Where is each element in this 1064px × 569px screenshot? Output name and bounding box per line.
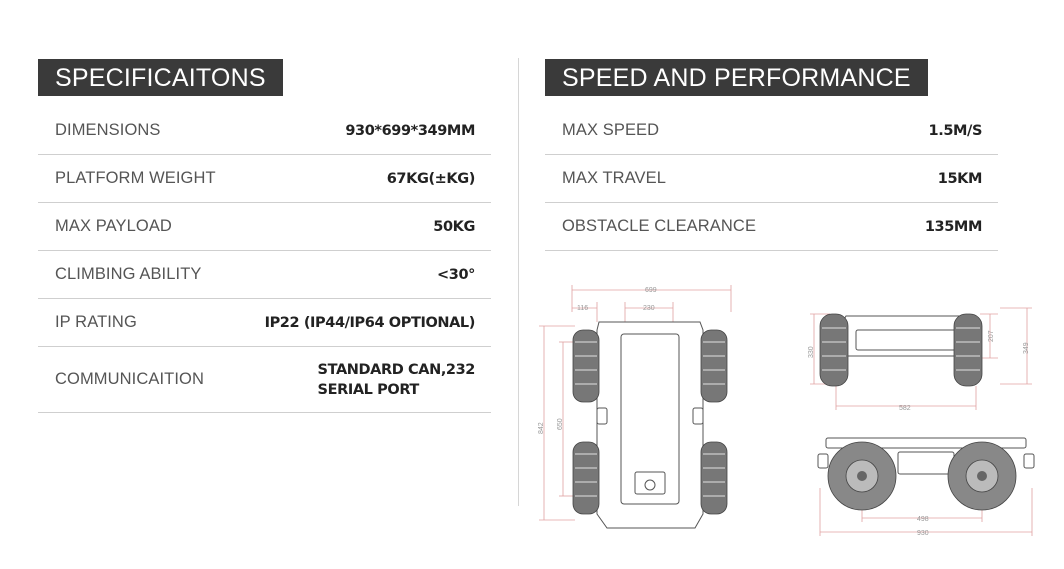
spec-row-climbing-ability: CLIMBING ABILITY <30° [38,251,491,299]
spec-value: 67KG(±KG) [386,170,476,187]
perf-value: 15KM [937,170,983,187]
dim-label: 498 [917,516,929,523]
specifications-table: DIMENSIONS 930*699*349MM PLATFORM WEIGHT… [38,107,491,413]
spec-row-platform-weight: PLATFORM WEIGHT 67KG(±KG) [38,155,491,203]
dim-label: 842 [538,422,545,434]
dim-label: 207 [988,330,995,342]
dim-label: 230 [643,305,655,312]
spec-row-ip-rating: IP RATING IP22 (IP44/IP64 OPTIONAL) [38,299,491,347]
spec-row-dimensions: DIMENSIONS 930*699*349MM [38,107,491,155]
robot-front-view-drawing: 330 207 349 582 [808,307,1032,412]
perf-row-max-travel: MAX TRAVEL 15KM [545,155,998,203]
spec-value: 50KG [433,218,475,235]
robot-top-view-drawing: 699 116 230 842 650 [538,285,732,529]
spec-label: MAX PAYLOAD [55,217,172,235]
dim-label: 349 [1023,342,1030,354]
performance-title: SPEED AND PERFORMANCE [545,59,928,96]
dim-label: 116 [577,305,588,312]
perf-label: MAX TRAVEL [562,169,667,187]
specifications-title: SPECIFICAITONS [38,59,283,96]
perf-label: OBSTACLE CLEARANCE [562,217,757,235]
dim-label: 582 [899,405,911,412]
perf-value: 1.5M/S [928,122,983,139]
spec-label: DIMENSIONS [55,121,161,139]
dim-label: 930 [917,530,929,537]
perf-label: MAX SPEED [562,121,660,139]
spec-row-max-payload: MAX PAYLOAD 50KG [38,203,491,251]
spec-value: IP22 (IP44/IP64 OPTIONAL) [264,314,476,331]
spec-value: 930*699*349MM [345,122,475,139]
panel-divider [518,58,519,506]
perf-value: 135MM [924,218,983,235]
spec-row-communication: COMMUNICAITION STANDARD CAN,232 SERIAL P… [38,347,491,413]
spec-label: PLATFORM WEIGHT [55,169,216,187]
performance-table: MAX SPEED 1.5M/S MAX TRAVEL 15KM OBSTACL… [545,107,998,251]
dim-label: 650 [557,418,564,430]
spec-value: <30° [437,266,475,283]
dim-label: 330 [808,346,815,358]
performance-panel: SPEED AND PERFORMANCE MAX SPEED 1.5M/S M… [545,59,998,251]
perf-row-obstacle-clearance: OBSTACLE CLEARANCE 135MM [545,203,998,251]
dim-label: 699 [645,287,657,294]
spec-label: CLIMBING ABILITY [55,265,202,283]
spec-label: COMMUNICAITION [55,370,204,388]
perf-row-max-speed: MAX SPEED 1.5M/S [545,107,998,155]
spec-value: STANDARD CAN,232 SERIAL PORT [317,361,476,398]
spec-label: IP RATING [55,313,137,331]
specifications-panel: SPECIFICAITONS DIMENSIONS 930*699*349MM … [38,59,491,413]
robot-side-view-drawing: 498 930 [817,437,1035,537]
